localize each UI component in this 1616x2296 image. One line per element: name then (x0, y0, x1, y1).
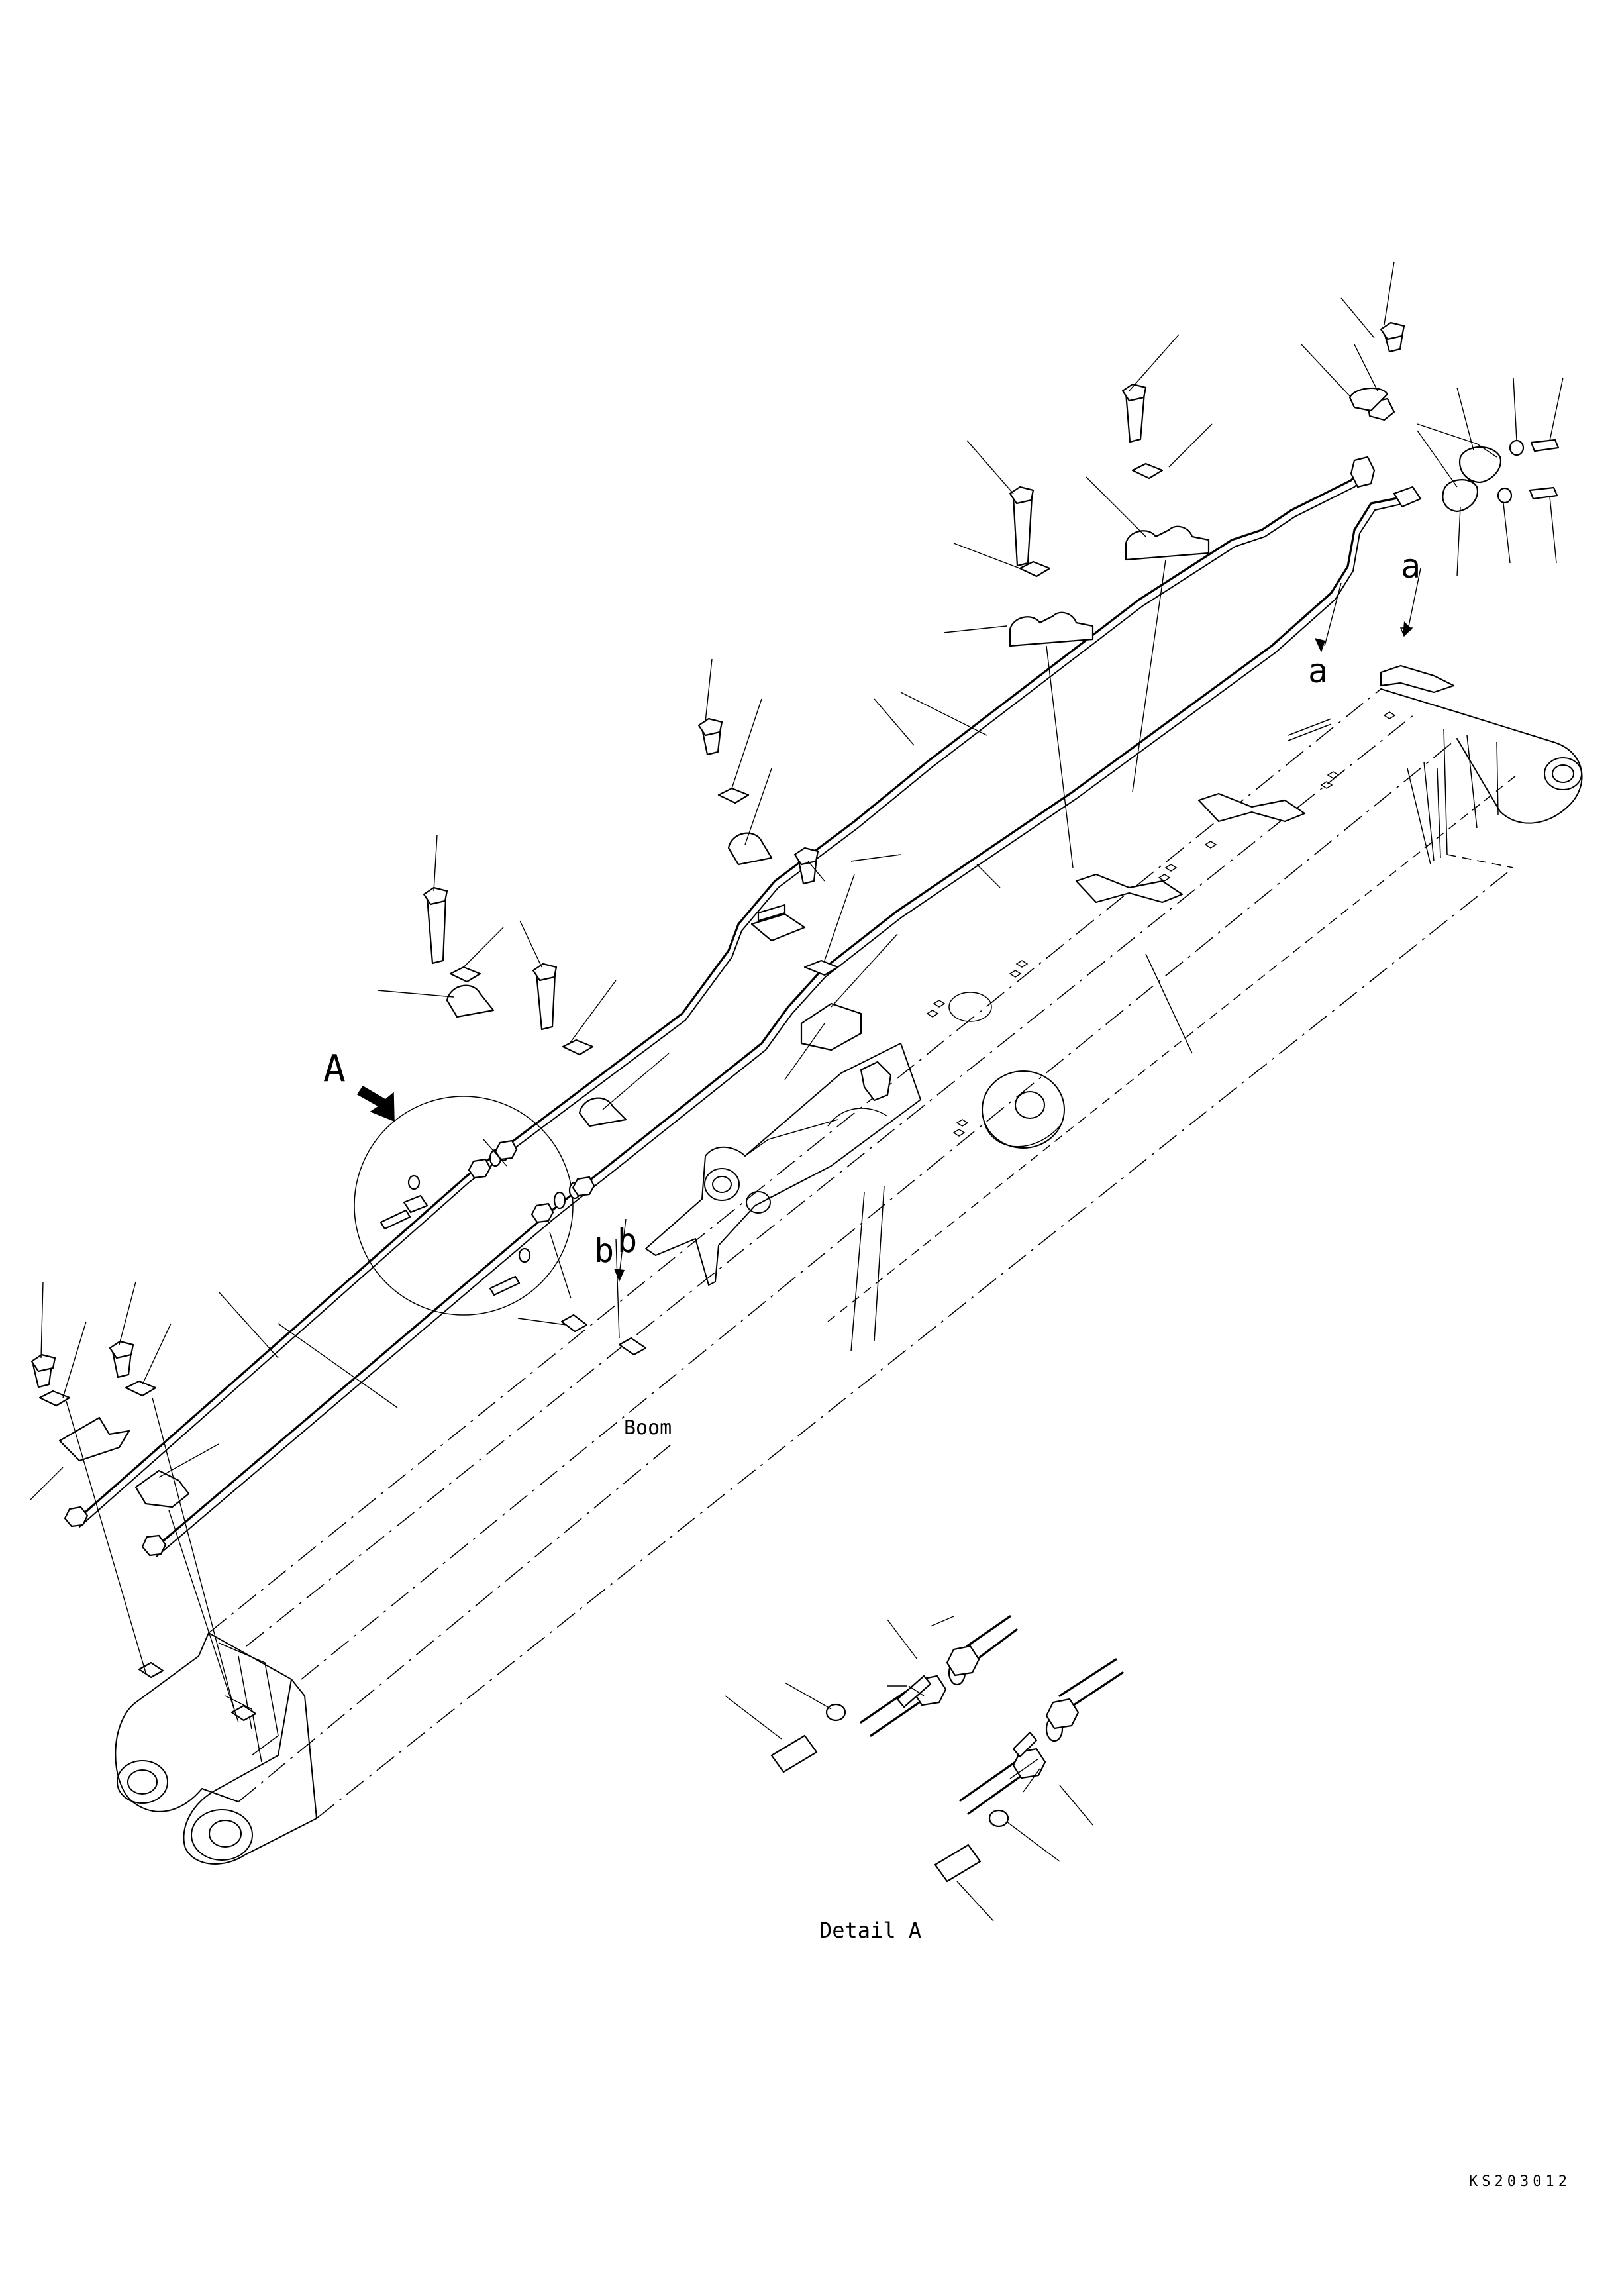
detail-a-view (770, 1615, 1124, 1883)
boom-label: Boom (624, 1416, 672, 1439)
reference-b-right: b (617, 1222, 637, 1260)
view-a-arrow (356, 1085, 395, 1122)
detail-a-callout (354, 1096, 595, 1316)
reference-b-left: b (594, 1231, 614, 1270)
pipe-clamps (30, 321, 1560, 1557)
drawing-code: KS203012 (1469, 2173, 1571, 2190)
reference-arrows (614, 621, 1412, 1282)
detail-a-label: Detail A (819, 1918, 921, 1943)
leader-lines (29, 261, 1564, 1922)
hydraulic-pipes (75, 466, 1405, 1557)
view-a-label: A (323, 1047, 346, 1090)
reference-a-upper: a (1401, 547, 1421, 586)
boom-body (115, 664, 1583, 1865)
reference-a-lower: a (1308, 652, 1328, 690)
